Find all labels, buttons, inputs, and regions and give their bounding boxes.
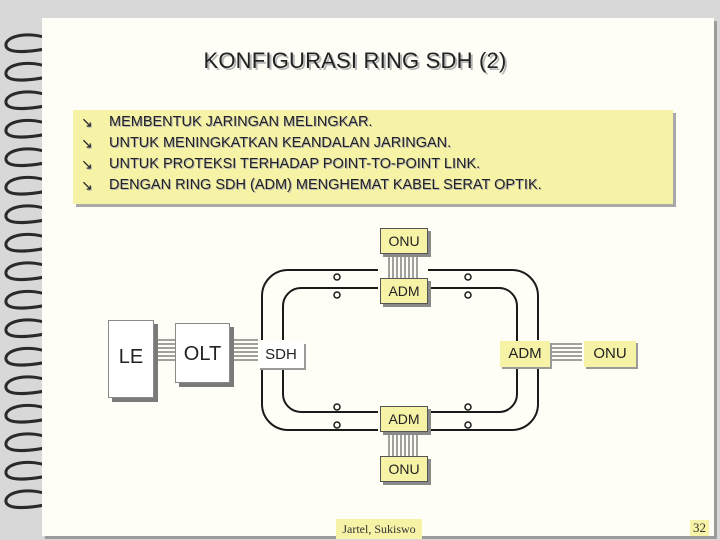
onu-right-box: ONU xyxy=(584,341,636,367)
link-olt-sdh xyxy=(231,340,258,360)
footer-author: Jartel, Sukiswo xyxy=(336,519,422,539)
connector-node xyxy=(334,404,340,410)
le-box: LE xyxy=(108,320,154,398)
adm-right-box: ADM xyxy=(500,341,550,367)
connector-node xyxy=(334,422,340,428)
adm-bottom-box: ADM xyxy=(380,406,428,432)
adm-top-box: ADM xyxy=(380,278,428,304)
link-le-olt xyxy=(153,340,176,360)
connector-node xyxy=(334,274,340,280)
sdh-ring-label: SDH xyxy=(258,342,304,368)
connector-node xyxy=(465,404,471,410)
connector-node xyxy=(465,422,471,428)
onu-top-box: ONU xyxy=(380,228,428,254)
connector-node xyxy=(334,292,340,298)
ring-inner xyxy=(283,288,517,412)
link-onu-right xyxy=(551,344,582,360)
link-onu-bottom xyxy=(389,432,417,456)
olt-box: OLT xyxy=(175,323,230,383)
connector-node xyxy=(465,274,471,280)
connector-node xyxy=(465,292,471,298)
onu-bottom-box: ONU xyxy=(380,456,428,482)
page-number: 32 xyxy=(690,520,709,536)
